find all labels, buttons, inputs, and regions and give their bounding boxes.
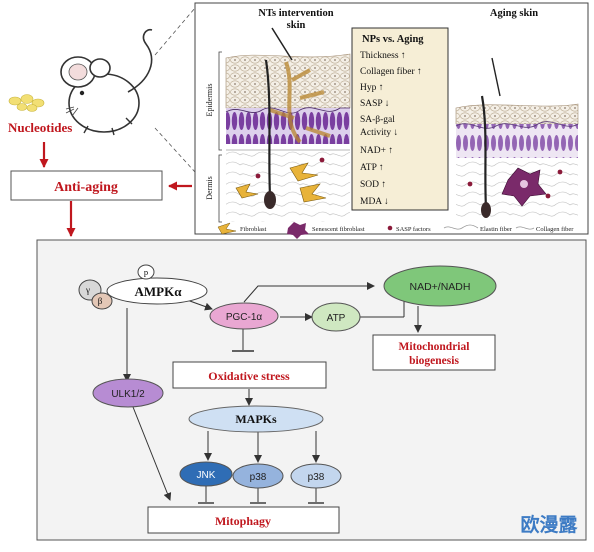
nad-nadh-node [383,265,497,307]
nts-skin-illustration [225,27,351,222]
ampk-complex: γ β AMPKα p [78,264,208,310]
mitochondrial-biogenesis-box [372,334,496,371]
anti-aging-label: Anti-aging [54,180,118,195]
ampk-gamma-label: γ [85,285,90,295]
p38-node-left [232,463,284,489]
aging-skin-illustration [455,57,579,218]
mitophagy-box [147,506,340,534]
legend-elastin-fiber-label: Elastin fiber [480,226,513,233]
mouse-illustration [60,28,153,136]
ampk-alpha-label: AMPKα [135,284,183,299]
oxidative-stress-label: Oxidative stress [208,369,290,383]
dermis-label: Dermis [205,176,214,200]
oxidative-stress-box [172,361,327,389]
comparison-box [351,27,449,211]
ampk-phospho-node [137,264,155,280]
nts-skin-title-line1: NTs intervention [258,8,333,19]
ampk-alpha-node [106,277,208,305]
collagen-fiber-icon [515,226,535,230]
pgc1a-label: PGC-1α [226,312,263,323]
comparison-item-collagen: Collagen fiber ↑ [360,66,422,77]
nad-nadh-label: NAD+/NADH [410,281,471,293]
atp-node [311,302,361,332]
nucleotides-label: Nucleotides [8,120,72,135]
nucleotide-pellets-icon [8,94,45,112]
comparison-title: NPs vs. Aging [362,34,424,45]
layer-brackets [218,51,222,223]
p38-label-right: p38 [308,472,325,483]
ampk-beta-label: β [98,296,103,306]
comparison-item-hyp: Hyp ↑ [360,83,384,93]
ulk12-node [92,378,164,408]
senescent-fibroblast-icon [287,222,309,239]
comparison-item-nad: NAD+ ↑ [360,146,393,156]
pgc1a-node [209,302,279,330]
nts-skin-title-line2: skin [287,20,306,31]
ulk12-label: ULK1/2 [111,389,145,400]
comparison-item-sasp: SASP ↓ [360,99,389,109]
jnk-node [179,461,233,487]
sasp-factor-icon [387,225,393,231]
ampk-phospho-label: p [144,267,148,277]
aging-skin-title: Aging skin [490,8,538,19]
elastin-fiber-icon [443,224,479,230]
comparison-item-activity: Activity ↓ [360,128,398,138]
legend-senescent-fibroblast-label: Senescent fibroblast [312,226,365,233]
legend-collagen-fiber-label: Collagen fiber [536,226,574,233]
legend-sasp-factors-label: SASP factors [396,226,431,233]
pathway-connectors [123,282,422,504]
ampk-beta-subunit [91,292,113,310]
mitophagy-label: Mitophagy [215,514,271,528]
skin-legend: Fibroblast Senescent fibroblast SASP fac… [217,222,574,239]
comparison-item-sa-beta-gal: SA-β-gal [360,115,395,125]
comparison-item-mda: MDA ↓ [360,197,389,207]
watermark-logo: 欧漫露 [520,513,578,536]
epidermis-label: Epidermis [205,84,214,117]
zoom-line-bottom [154,127,196,173]
p38-node-right [290,463,342,489]
mapks-label: MAPKs [235,412,277,426]
mitochondrial-biogenesis-line1: Mitochondrial [399,341,470,353]
comparison-item-atp: ATP ↑ [360,163,384,173]
legend-fibroblast-label: Fibroblast [240,226,267,233]
zoom-line-top [154,7,196,56]
mapks-node [188,405,324,433]
atp-label: ATP [327,313,346,324]
comparison-item-sod: SOD ↑ [360,180,386,190]
p38-label-left: p38 [250,472,267,483]
jnk-label: JNK [197,470,216,481]
fibroblast-icon [217,222,237,235]
mitochondrial-biogenesis-line2: biogenesis [409,355,459,367]
comparison-item-thickness: Thickness ↑ [360,51,406,61]
anti-aging-box [10,170,163,201]
